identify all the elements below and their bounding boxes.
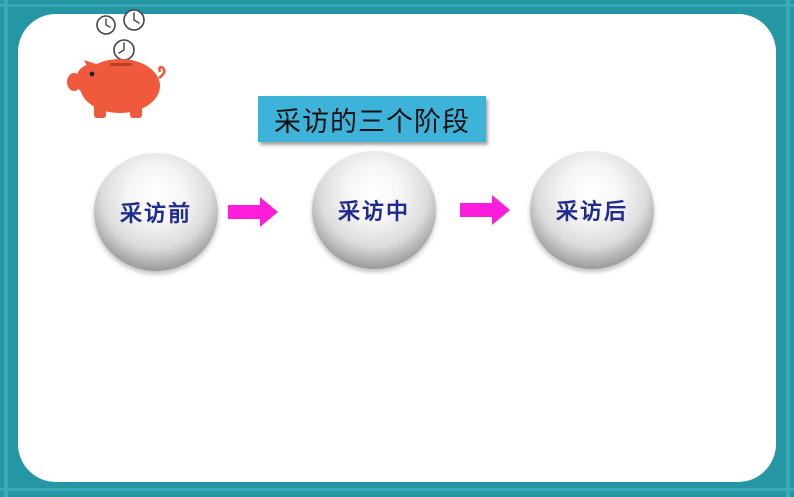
stage-before-label: 采访前 bbox=[119, 201, 192, 227]
stage-before-sphere: 采访前 bbox=[94, 153, 218, 271]
frame-stripe-left bbox=[4, 0, 8, 497]
section-title: 采访的三个阶段 bbox=[274, 106, 470, 138]
stage-during-sphere: 采访中 bbox=[312, 151, 436, 269]
right-arrow-icon bbox=[460, 195, 510, 225]
frame-stripe-bottom bbox=[0, 488, 794, 491]
stage-during-label: 采访中 bbox=[337, 199, 410, 225]
section-title-box: 采访的三个阶段 bbox=[258, 96, 486, 142]
stage-after-label: 采访后 bbox=[555, 199, 628, 225]
frame-stripe-top bbox=[0, 4, 794, 7]
stage-after-sphere: 采访后 bbox=[530, 151, 654, 269]
right-arrow-icon bbox=[228, 197, 278, 227]
frame-stripe-right bbox=[786, 0, 790, 497]
piggy-bank-with-clocks-icon bbox=[67, 9, 166, 118]
